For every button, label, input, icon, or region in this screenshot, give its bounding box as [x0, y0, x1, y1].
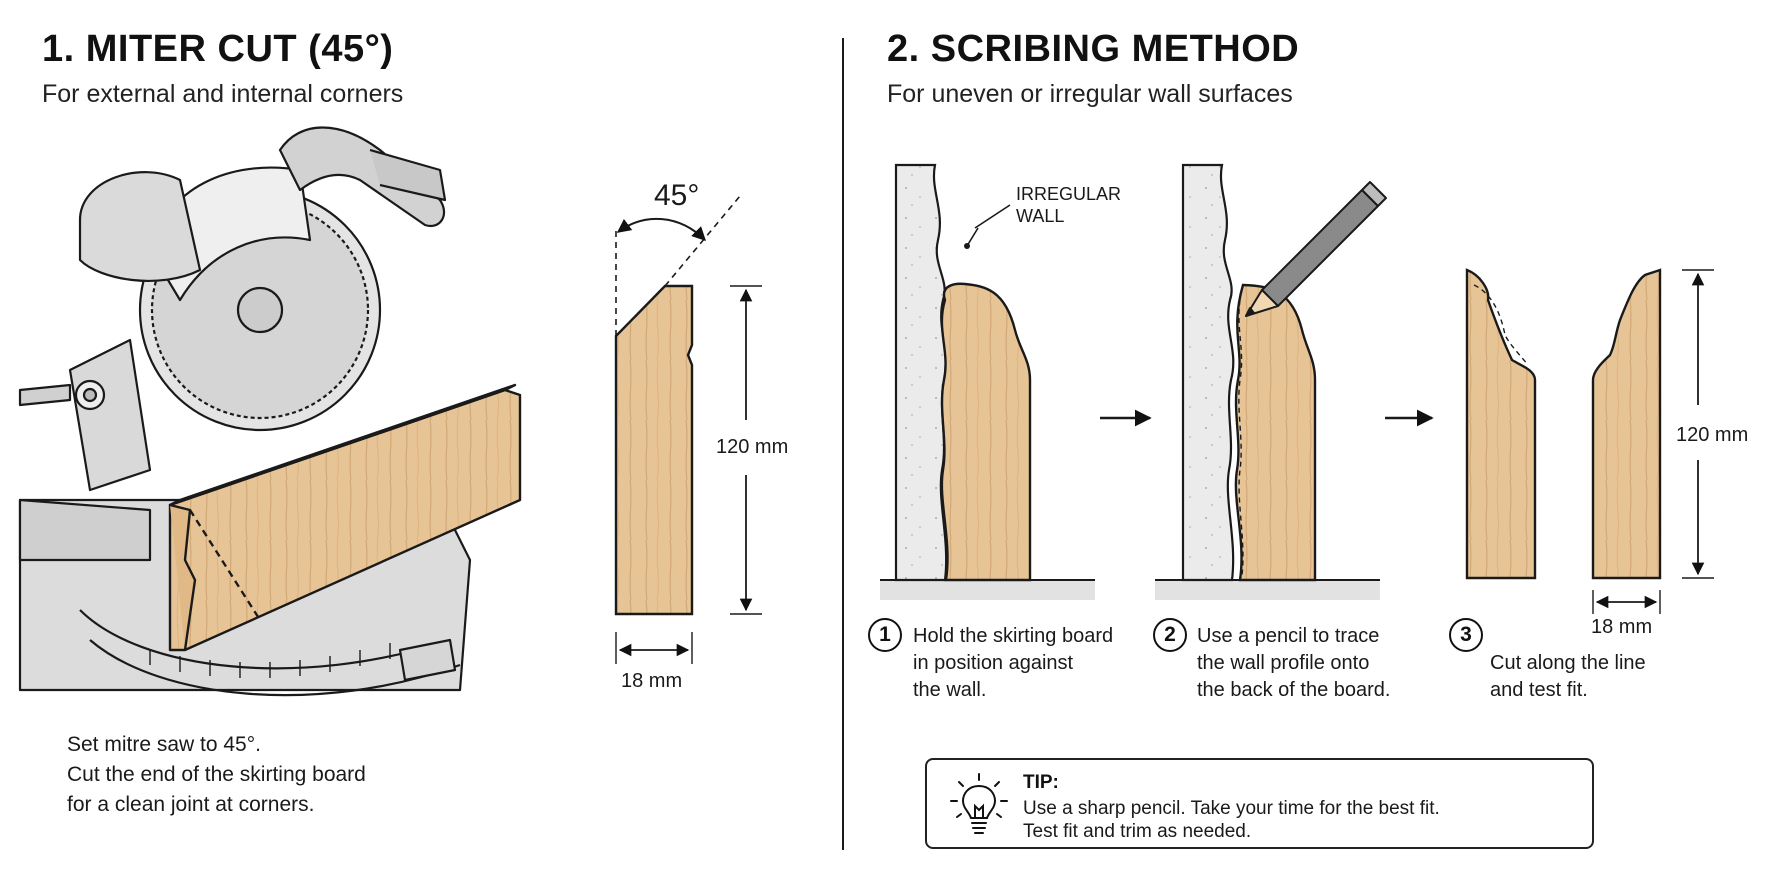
scribe-step3-illustration	[1465, 268, 1714, 614]
step-number-1: 1	[868, 618, 902, 652]
step-number-2: 2	[1153, 618, 1187, 652]
irregular-wall-label: IRREGULAR WALL	[1016, 184, 1122, 226]
miter-board-profile	[614, 195, 762, 664]
board-on-saw	[168, 383, 522, 652]
tip-line-1: Use a sharp pencil. Take your time for t…	[1023, 798, 1440, 819]
scribe-height-label: 120 mm	[1676, 424, 1749, 446]
miter-height-label: 120 mm	[716, 436, 789, 458]
step-number-3: 3	[1449, 618, 1483, 652]
step-2-caption: Use a pencil to trace the wall profile o…	[1197, 625, 1391, 701]
scribe-step2-illustration	[1155, 163, 1387, 600]
lightbulb-icon	[950, 773, 1008, 834]
scribe-step1-illustration	[880, 163, 1095, 600]
scribe-width-label: 18 mm	[1591, 616, 1653, 638]
step-3-caption: Cut along the line and test fit.	[1490, 652, 1646, 701]
miter-cut-title: 1. MITER CUT (45°)	[42, 28, 394, 70]
scribing-method-title: 2. SCRIBING METHOD	[887, 28, 1300, 70]
tip-box: TIP: Use a sharp pencil. Take your time …	[925, 758, 1594, 849]
step-1-caption: Hold the skirting board in position agai…	[913, 625, 1114, 701]
tip-line-2: Test fit and trim as needed.	[1023, 821, 1252, 842]
scribing-method-subtitle: For uneven or irregular wall surfaces	[887, 80, 1293, 108]
miter-caption: Set mitre saw to 45°. Cut the end of the…	[67, 733, 366, 816]
section-divider	[842, 38, 844, 850]
tip-heading: TIP:	[1023, 772, 1059, 793]
angle-label: 45°	[654, 179, 700, 212]
miter-cut-subtitle: For external and internal corners	[42, 80, 404, 108]
miter-width-label: 18 mm	[621, 670, 683, 692]
